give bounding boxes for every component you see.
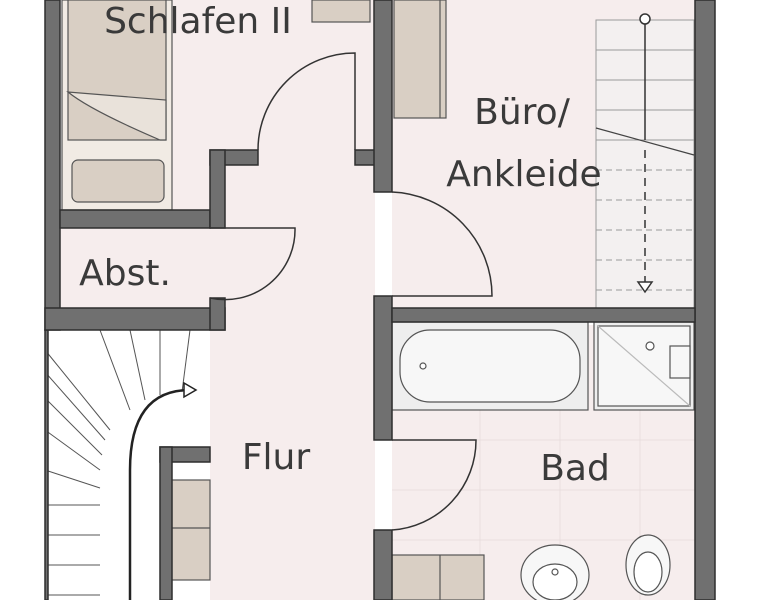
- doors: [209, 52, 493, 531]
- door-schlafen: [257, 52, 356, 151]
- room-label-buero-line1: Büro/: [474, 92, 571, 133]
- stair-lower-direction: [128, 381, 198, 600]
- arrow-down-icon: [636, 281, 654, 294]
- shower: [593, 321, 695, 411]
- wall-outer-right: [694, 0, 716, 600]
- room-flur-fill: [210, 165, 375, 600]
- stair-upper-direction: [636, 13, 654, 294]
- room-label-bad: Bad: [540, 448, 610, 489]
- room-label-buero-line2: Ankleide: [446, 154, 601, 195]
- schlafen-wardrobe: [311, 0, 371, 23]
- room-label-schlafen: Schlafen II: [104, 1, 292, 42]
- door-bad: [391, 439, 477, 531]
- buero-shelf: [393, 0, 447, 119]
- wall-outer-left: [0, 0, 45, 600]
- stair-lower: [44, 329, 191, 600]
- bathtub: [391, 321, 589, 411]
- arrow-up-icon: [183, 381, 198, 399]
- bathroom-fixtures: [391, 534, 671, 600]
- bed-pillow: [71, 159, 165, 203]
- room-label-flur: Flur: [242, 437, 311, 478]
- flur-cabinet: [169, 479, 211, 581]
- bathtub-drain: [419, 362, 427, 370]
- bed: [61, 0, 173, 211]
- room-fills: [60, 0, 695, 600]
- walls: [0, 0, 716, 600]
- room-label-abst: Abst.: [79, 253, 171, 294]
- room-abst-fill: [60, 228, 210, 308]
- door-buero: [391, 191, 493, 297]
- stair-start-dot: [639, 13, 651, 25]
- door-abst: [209, 227, 296, 301]
